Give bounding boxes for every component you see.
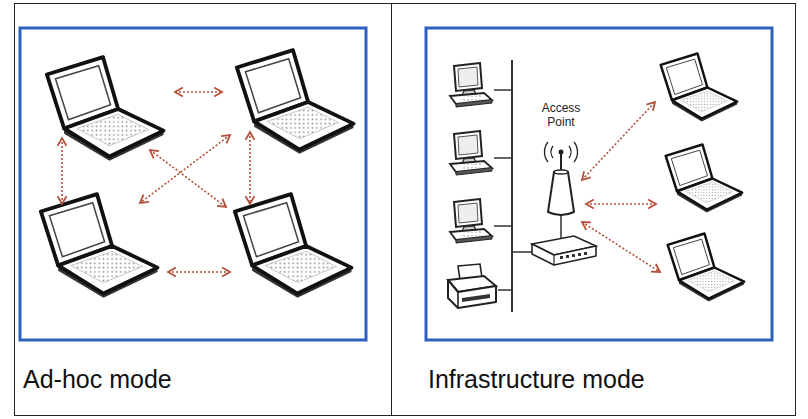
panel-frame [20,28,366,340]
panel-cell: Ad-hoc mode [14,3,392,416]
device-label: Access Point [533,101,589,129]
laptop-icon [41,194,158,298]
wire [560,215,562,240]
wireless-link [140,135,230,203]
wire [494,225,512,227]
wire [494,89,512,91]
laptop-icon [47,57,164,161]
panel-frame [426,28,772,340]
wireless-link [150,150,226,207]
wireless-link [582,222,660,272]
panel-cell: Infrastructure mode [391,3,796,416]
laptop-icon [237,50,354,154]
wire [498,289,512,291]
wireless-link [582,102,655,180]
network-bus [511,60,513,312]
wire [494,157,512,159]
desktop-icon [450,63,492,107]
access-point-icon [544,142,577,215]
hub-icon [532,236,596,265]
mode-caption: Ad-hoc mode [23,366,172,394]
laptop-icon [235,194,352,298]
laptop-icon [661,54,738,122]
laptop-icon [666,145,743,213]
mode-caption: Infrastructure mode [428,366,645,394]
wire [512,251,532,253]
wireless-link [249,132,251,204]
wireless-link [175,91,222,93]
desktop-icon [450,131,492,175]
laptop-icon [668,234,745,302]
wireless-link [61,138,63,204]
printer-icon [448,264,496,308]
wireless-link [168,271,230,273]
desktop-icon [450,199,492,243]
wireless-link [586,203,656,205]
